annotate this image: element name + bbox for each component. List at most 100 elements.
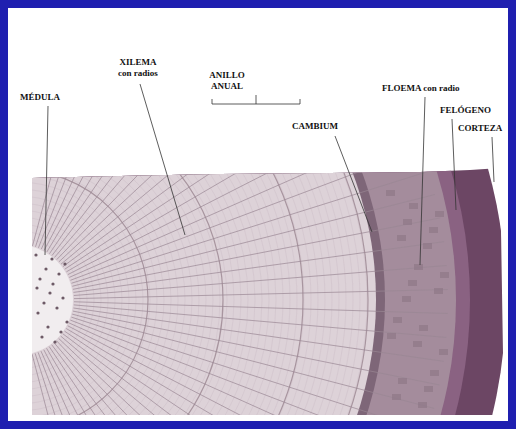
ray-line [47, 348, 237, 429]
cell-row [0, 70, 248, 429]
pith-cell [35, 286, 38, 289]
phloem-cell [392, 394, 401, 400]
ray-line [41, 351, 194, 429]
ray-line [74, 289, 448, 298]
part-label: FELÓGENO [440, 105, 502, 116]
cambium-band [0, 0, 385, 429]
cell-row [0, 126, 192, 429]
cell-row [0, 14, 304, 429]
ray-line [68, 326, 400, 429]
cell-row [0, 238, 80, 362]
pith-cell [50, 257, 53, 260]
leader-line [45, 106, 48, 255]
cell-row [0, 231, 87, 369]
pith-cell [48, 291, 51, 294]
phloem-cell [419, 325, 428, 331]
ray-line [52, 0, 279, 256]
part-label: XILEMA con radios [112, 57, 164, 79]
leader-line [420, 97, 425, 265]
cell-row [0, 0, 367, 429]
ray-line [54, 0, 297, 257]
phloem-cell [440, 272, 449, 278]
ray-line [74, 302, 448, 314]
ray-line [72, 314, 434, 408]
ray-line [35, 353, 149, 429]
phloem-cell [435, 211, 444, 217]
part-label: MÉDULA [20, 92, 82, 103]
ray-line [66, 84, 389, 272]
pith-cell [34, 253, 37, 256]
pith-cell [42, 301, 45, 304]
annual-ring [0, 170, 148, 429]
cell-row [0, 140, 178, 429]
pith-cell [65, 320, 68, 323]
pith-cell [44, 267, 47, 270]
pith-region [0, 245, 73, 355]
cell-row [0, 224, 94, 376]
phloem-cell [402, 296, 411, 302]
cell-row [0, 7, 311, 429]
ray-line [61, 25, 348, 264]
leader-line [140, 84, 185, 235]
ray-line [63, 334, 362, 429]
phloem-cell [430, 370, 439, 376]
phloem-cell [393, 317, 402, 323]
leader-line [452, 119, 456, 210]
phloem-cell [434, 288, 443, 294]
ray-line [73, 218, 440, 289]
ray-line [73, 242, 444, 293]
cell-row [0, 0, 332, 429]
phloem-cell [439, 349, 448, 355]
ray-line [70, 149, 420, 281]
phloem-cell [386, 190, 395, 196]
ray-line [70, 320, 419, 429]
part-label: CORTEZA [458, 123, 506, 134]
ray-line [44, 350, 216, 429]
phloem-cell [418, 402, 427, 408]
ray-line [56, 341, 313, 429]
cell-row [0, 0, 339, 429]
ray-line [69, 323, 410, 429]
ray-line [73, 308, 443, 361]
leader-line [335, 136, 372, 232]
ray-line [49, 0, 259, 254]
annual-ring [0, 0, 368, 429]
phloem-cell [413, 341, 422, 347]
phloem-cell [408, 280, 417, 286]
pith-cell [55, 306, 58, 309]
ray-line [52, 345, 277, 429]
leader-lines [45, 84, 494, 265]
phloem-cell [387, 333, 396, 339]
phloem-cell [398, 378, 407, 384]
phloem-cell [409, 203, 418, 209]
pith-cell [46, 325, 49, 328]
ray-line [63, 44, 363, 267]
ray-line [74, 305, 447, 338]
part-label: FLOEMA con radio [382, 83, 482, 94]
ring-bracket [212, 95, 300, 104]
phloem-cell [403, 219, 412, 225]
phloem-cell [424, 386, 433, 392]
pith-cell [63, 262, 66, 265]
pith-cell [36, 311, 39, 314]
cell-row [0, 217, 101, 383]
cell-row [0, 0, 353, 429]
pith-cell [38, 277, 41, 280]
ray-line [69, 126, 411, 277]
ray-line [68, 105, 401, 275]
pith-cell [57, 272, 60, 275]
phloem-band [0, 0, 456, 429]
cell-row [0, 203, 115, 397]
pith-cell [53, 340, 56, 343]
pith-cell [61, 296, 64, 299]
ray-line [71, 171, 428, 283]
cell-row [0, 35, 283, 429]
ray-line [72, 195, 435, 287]
ray-line [59, 338, 331, 429]
ray-line [32, 0, 129, 246]
ray-line [57, 0, 316, 260]
phellogen-band [0, 0, 470, 429]
